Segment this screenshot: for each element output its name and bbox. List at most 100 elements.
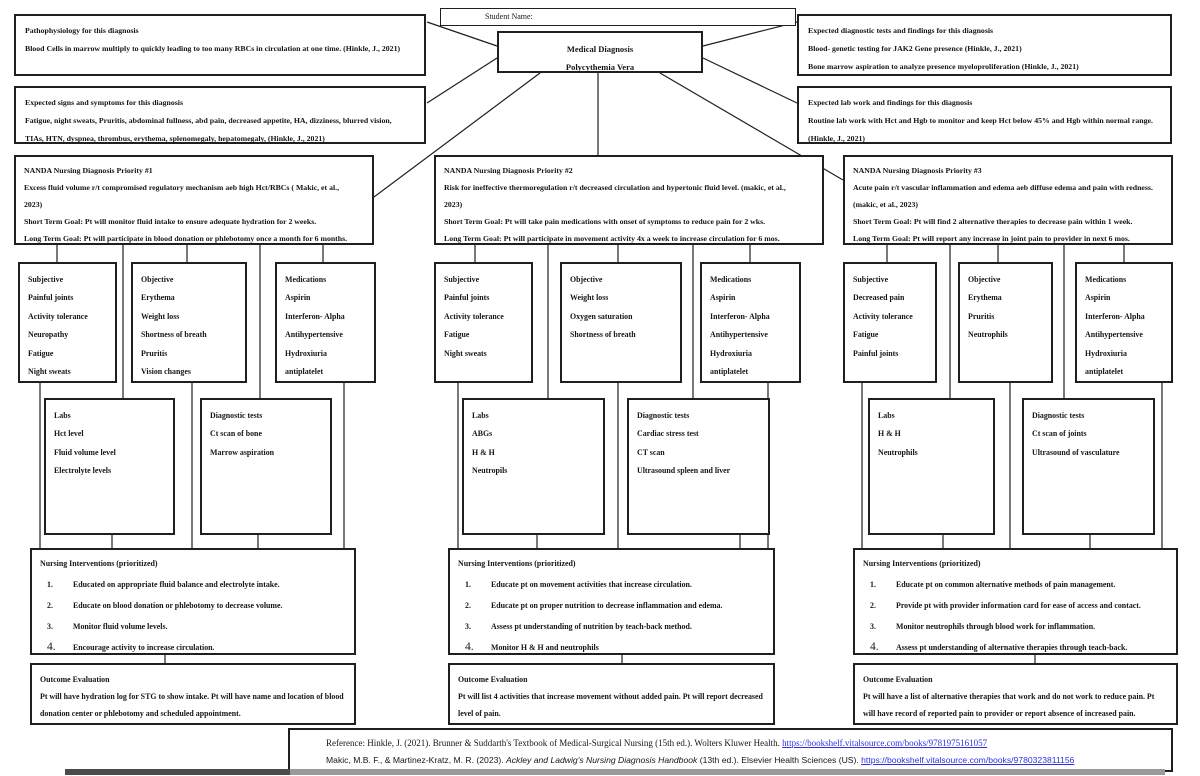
list-item: Aspirin [285,293,311,303]
horizontal-scrollbar-thumb[interactable] [65,769,290,775]
nursing-interventions-title-1: Nursing Interventions (prioritized) [40,559,158,568]
list-item: Diagnostic tests [637,411,690,420]
list-item: Interferon- Alpha [285,311,345,321]
list-item: H & H [878,429,901,439]
list-item: antiplatelet [285,367,324,377]
nanda-priority-2-lines: Risk for ineffective thermoregulation r/… [444,179,814,247]
list-item: Short Term Goal: Pt will take pain medic… [444,217,766,226]
list-item: Antihypertensive [710,330,768,340]
signs-symptoms-box: Expected signs and symptoms for this dia… [14,86,426,144]
list-item: Neutropils [472,466,508,476]
expected-diagnostic-tests-title: Expected diagnostic tests and findings f… [808,26,994,35]
list-item: Bone marrow aspiration to analyze presen… [808,62,1079,71]
list-item: Weight loss [570,293,609,303]
list-item: Diagnostic tests [210,411,263,420]
list-item: antiplatelet [710,367,749,377]
list-item: Objective [570,275,603,284]
expected-diagnostic-tests-box: Expected diagnostic tests and findings f… [797,14,1172,76]
list-item: Provide pt with provider information car… [870,595,1141,616]
list-item: Antihypertensive [1085,330,1143,340]
pathophysiology-box: Pathophysiology for this diagnosis Blood… [14,14,426,76]
list-item: Marrow aspiration [210,447,275,457]
outcome-evaluation-body-3: Pt will have a list of alternative thera… [863,692,1155,718]
list-item: Long Term Goal: Pt will participate in b… [24,234,348,243]
outcome-evaluation-box-3: Outcome Evaluation Pt will have a list o… [853,663,1178,725]
list-item: (makic, et al., 2023) [853,200,918,209]
nanda-priority-2-title: NANDA Nursing Diagnosis Priority #2 [444,166,573,175]
list-item: Monitor H & H and neutrophils [465,637,599,658]
list-item: Short Term Goal: Pt will monitor fluid i… [24,217,317,226]
list-item: Ultrasound of vasculature [1032,447,1120,457]
list-item: Long Term Goal: Pt will report any incre… [853,234,1130,243]
list-item: Blood Cells in marrow multiply to quickl… [25,44,401,53]
list-item: Cardiac stress test [637,429,699,439]
signs-symptoms-lines: Fatigue, night sweats, Pruritis, abdomin… [25,112,415,148]
nanda-priority-1-box: NANDA Nursing Diagnosis Priority #1 Exce… [14,155,374,245]
list-item: Subjective [853,275,889,284]
signs-symptoms-title: Expected signs and symptoms for this dia… [25,98,183,107]
list-item: Blood- genetic testing for JAK2 Gene pre… [808,44,1022,53]
list-item: Pruritis [968,311,995,321]
list-item: Oxygen saturation [570,311,633,321]
student-name-field[interactable]: Student Name: [440,8,796,26]
list-item: Pruritis [141,348,168,358]
list-item: TIAs, HTN, dyspnea, thrombus, erythema, … [25,134,325,143]
horizontal-scrollbar-track[interactable] [290,769,1165,775]
nanda-priority-3-title: NANDA Nursing Diagnosis Priority #3 [853,166,982,175]
outcome-evaluation-title-1: Outcome Evaluation [40,675,110,684]
outcome-evaluation-body-2: Pt will list 4 activities that increase … [458,692,763,718]
outcome-evaluation-box-2: Outcome Evaluation Pt will list 4 activi… [448,663,775,725]
nursing-interventions-list-1: Educated on appropriate fluid balance an… [40,574,346,658]
list-item: Labs [472,411,489,420]
list-item: Medications [285,275,327,284]
list-item: 2023) [24,200,43,209]
list-item: Night sweats [444,348,487,358]
list-item: Objective [968,275,1001,284]
list-item: Educate pt on common alternative methods… [870,574,1116,595]
list-item: antiplatelet [1085,367,1124,377]
nursing-interventions-title-2: Nursing Interventions (prioritized) [458,559,576,568]
list-item: Hydroxiuria [285,348,327,358]
nanda-priority-1-lines: Excess fluid volume r/t compromised regu… [24,179,364,247]
list-item: ABGs [472,429,493,439]
list-item: Encourage activity to increase circulati… [47,637,215,658]
list-item: Painful joints [853,348,899,358]
nursing-interventions-list-2: Educate pt on movement activities that i… [458,574,765,658]
outcome-evaluation-body-1: Pt will have hydration log for STG to sh… [40,692,344,718]
list-item: Erythema [141,293,175,303]
outcome-evaluation-title-2: Outcome Evaluation [458,675,528,684]
list-item: Weight loss [141,311,180,321]
list-item: Activity tolerance [444,311,504,321]
list-item: Hydroxiuria [1085,348,1127,358]
list-item: Shortness of breath [570,330,636,340]
reference-link-2[interactable]: https://bookshelf.vitalsource.com/books/… [861,755,1075,765]
reference-text-3: (13th ed.). Elsevier Health Sciences (US… [697,755,862,765]
list-item: Educated on appropriate fluid balance an… [47,574,280,595]
nursing-interventions-box-2: Nursing Interventions (prioritized) Educ… [448,548,775,658]
pathophysiology-title: Pathophysiology for this diagnosis [25,26,139,35]
list-item: Educate on blood donation or phlebotomy … [47,595,283,616]
list-item: Fatigue [28,348,54,358]
reference-link-1[interactable]: https://bookshelf.vitalsource.com/books/… [782,738,988,748]
nursing-interventions-list-3: Educate pt on common alternative methods… [863,574,1168,658]
list-item: CT scan [637,447,665,457]
reference-text-2: Makic, M.B. F., & Martinez-Kratz, M. R. … [326,755,507,765]
list-item: Medications [710,275,752,284]
list-item: Painful joints [444,293,490,303]
list-item: Neutrophils [968,330,1008,340]
list-item: Ultrasound spleen and liver [637,466,731,476]
reference-text-1: Reference: Hinkle, J. (2021). Brunner & … [326,738,783,748]
list-item: Vision changes [141,367,191,377]
list-item: Medications [1085,275,1127,284]
outcome-evaluation-title-3: Outcome Evaluation [863,675,933,684]
